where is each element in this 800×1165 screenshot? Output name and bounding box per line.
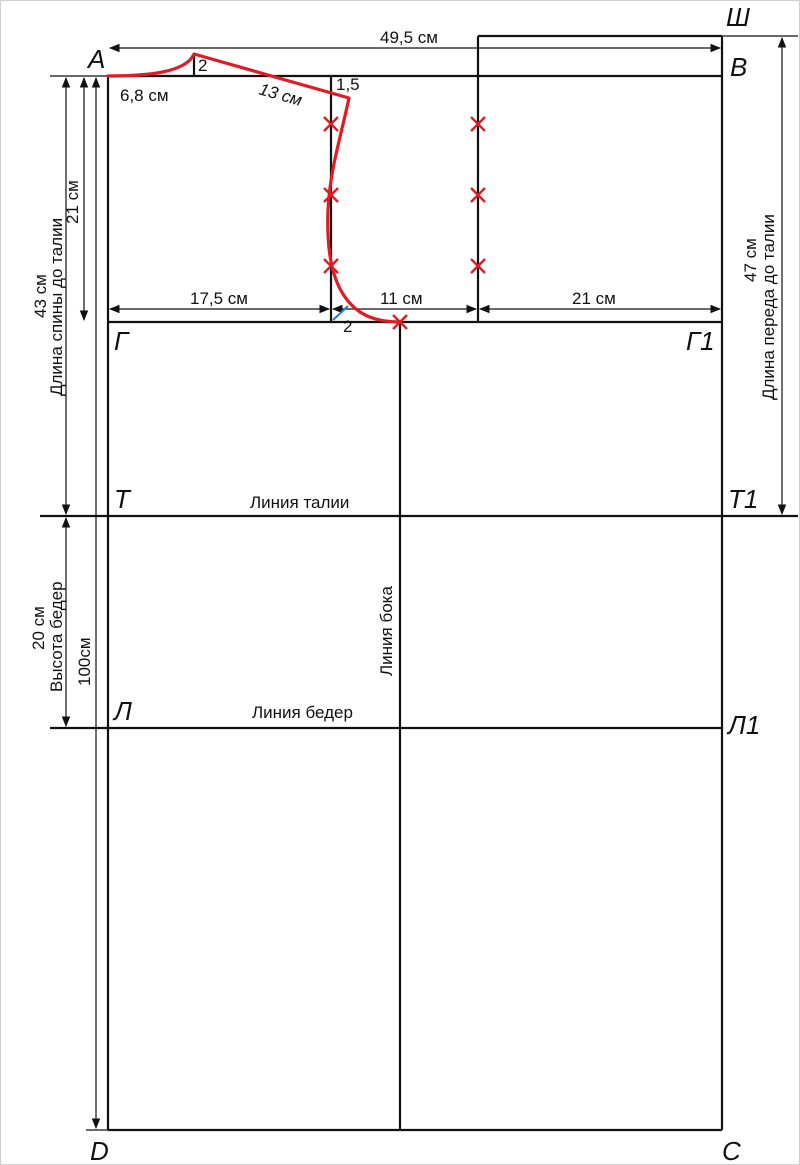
armhole-angle-mark [332, 305, 349, 321]
point-v: В [730, 52, 747, 82]
cross-markers [323, 116, 486, 330]
hip-height-label: Высота бедер [47, 581, 66, 692]
point-sh: Ш [726, 2, 750, 32]
hip-line-label: Линия бедер [252, 703, 353, 722]
waist-line-label: Линия талии [250, 493, 349, 512]
back-length-value: 43 см [31, 274, 50, 318]
front-length-label: Длина переда до талии [759, 214, 778, 400]
armhole-curve [106, 52, 402, 324]
front-width-label: 21 см [572, 289, 616, 308]
armhole-width-label: 11 см [380, 289, 423, 308]
armhole-angle-label: 2 [343, 317, 352, 336]
point-g1: Г1 [686, 326, 715, 356]
point-l: Л [112, 696, 132, 726]
total-length-label: 100см [75, 637, 94, 686]
cross-marker [323, 187, 339, 203]
point-c: С [722, 1136, 741, 1165]
cross-marker [323, 116, 339, 132]
back-width-label: 17,5 см [190, 289, 248, 308]
top-width-label: 49,5 см [380, 28, 438, 47]
point-l1: Л1 [726, 710, 760, 740]
cross-marker [323, 258, 339, 274]
back-length-label: Длина спины до талии [47, 218, 66, 396]
neck-rise-label: 2 [198, 56, 207, 75]
cross-marker [392, 314, 408, 330]
armhole-depth-label: 21 см [63, 180, 82, 224]
cross-marker [470, 187, 486, 203]
front-length-value: 47 см [741, 238, 760, 282]
hip-height-value: 20 см [29, 606, 48, 650]
point-t1: Т1 [728, 484, 758, 514]
cross-marker [470, 258, 486, 274]
neck-width-label: 6,8 см [120, 86, 169, 105]
point-t: Т [114, 484, 132, 514]
shoulder-drop-label: 1,5 [336, 75, 360, 94]
cross-marker [470, 116, 486, 132]
side-line-label: Линия бока [377, 586, 396, 676]
point-d: D [90, 1136, 109, 1165]
point-a: А [86, 44, 105, 74]
point-g: Г [114, 326, 130, 356]
